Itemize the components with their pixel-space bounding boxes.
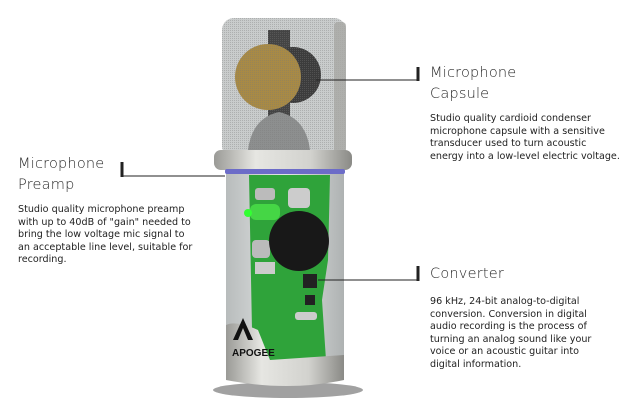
callout-description: 96 kHz, 24-bit analog-to-digital convers…	[430, 296, 592, 370]
apogee-base: APOGEE	[226, 318, 344, 386]
callout-converter: Converter 96 kHz, 24-bit analog-to-digit…	[430, 264, 630, 372]
led	[244, 209, 252, 217]
callout-title-line2: Preamp	[18, 177, 75, 193]
neck-ring	[214, 150, 352, 170]
callout-description: Studio quality cardioid condenser microp…	[430, 113, 620, 162]
callout-title: Microphone	[430, 65, 517, 81]
shadow	[213, 382, 363, 398]
microphone-head	[222, 18, 346, 158]
callout-title: Converter	[430, 266, 505, 282]
microphone-body	[226, 165, 344, 370]
leader-lines	[120, 67, 420, 281]
callout-microphone-preamp: Microphone Preamp Studio quality microph…	[18, 154, 218, 267]
callout-description: Studio quality microphone preamp with up…	[18, 204, 193, 266]
callout-microphone-capsule: Microphone Capsule Studio quality cardio…	[430, 63, 620, 163]
apogee-logo: APOGEE	[232, 348, 275, 359]
converter-component	[269, 211, 329, 271]
callout-title: Microphone	[18, 156, 105, 172]
callout-title-line2: Capsule	[430, 86, 490, 102]
